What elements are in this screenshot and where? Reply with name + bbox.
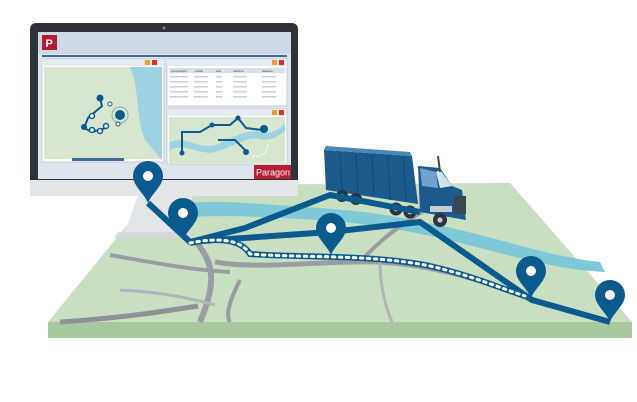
road xyxy=(378,261,394,323)
road xyxy=(109,253,231,274)
map-pin-icon xyxy=(133,161,163,203)
table-header: date/time xyxy=(262,69,273,73)
brand-badge xyxy=(254,165,291,179)
road xyxy=(226,279,242,324)
road xyxy=(59,303,199,325)
map-pin-icon xyxy=(516,256,546,298)
map-pin-icon xyxy=(316,213,346,255)
table-header: date/time xyxy=(233,69,244,73)
map-pin-icon xyxy=(595,280,625,322)
table-header: start xyxy=(216,69,221,73)
table-header: group/subject xyxy=(171,69,187,73)
app-logo xyxy=(42,35,57,50)
app-logo-letter: P xyxy=(46,38,53,50)
brand-text: Paragon xyxy=(256,168,290,178)
road xyxy=(119,288,216,307)
map-pin-icon xyxy=(168,198,198,240)
table-header: vehicle xyxy=(195,69,204,73)
